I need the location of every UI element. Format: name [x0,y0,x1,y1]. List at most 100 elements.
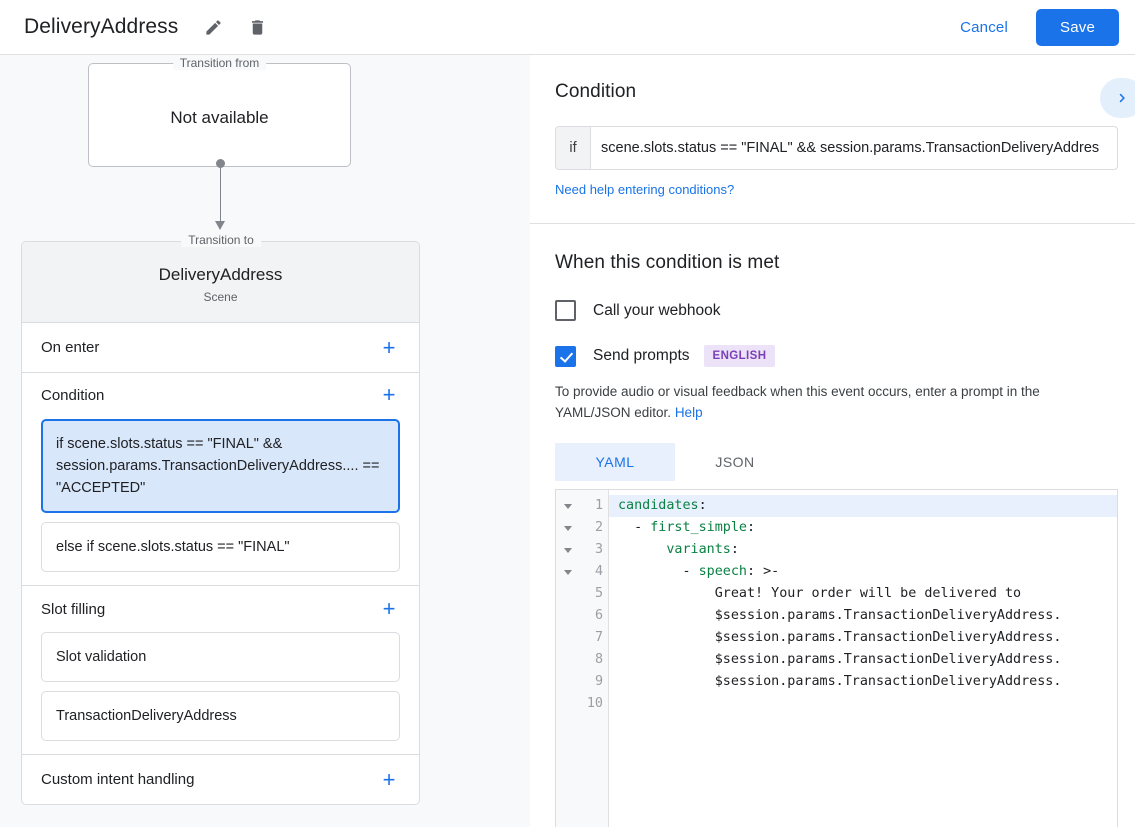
section-title-custom-intent: Custom intent handling [41,771,195,788]
transition-to-card: DeliveryAddress Scene On enter + Conditi… [21,241,420,805]
condition-input[interactable] [591,127,1117,169]
yaml-punctuation: : >- [747,564,780,579]
section-slot-filling: Slot filling + Slot validation Transacti… [22,586,419,755]
section-header-custom-intent: Custom intent handling + [22,755,419,804]
call-webhook-label: Call your webhook [593,301,721,319]
page-title: DeliveryAddress [24,15,179,38]
section-custom-intent-handling: Custom intent handling + [22,755,419,804]
condition-input-row: if [555,126,1118,170]
chevron-down-icon [563,503,572,509]
condition-panel: Condition if Need help entering conditio… [530,55,1135,224]
line-number: 10 [586,696,603,711]
call-webhook-checkbox[interactable] [555,300,576,321]
editor-fold-gutter [556,490,579,827]
condition-item-else-if[interactable]: else if scene.slots.status == "FINAL" [41,522,400,572]
tab-json[interactable]: JSON [715,454,755,470]
section-title-on-enter: On enter [41,339,100,356]
app-header: DeliveryAddress Cancel Save [0,0,1135,55]
trash-icon-glyph [251,19,263,35]
line-number: 5 [594,586,603,601]
expand-panel-button[interactable] [1100,78,1135,118]
connector-dot [216,159,225,168]
code-line[interactable]: $session.params.TransactionDeliveryAddre… [618,608,1062,623]
fold-spacer [556,693,579,715]
connector-line [219,167,221,223]
send-prompts-label: Send prompts [593,347,690,364]
code-line[interactable]: $session.params.TransactionDeliveryAddre… [618,652,1062,667]
condition-help-link[interactable]: Need help entering conditions? [555,182,735,197]
prompts-helper-text: To provide audio or visual feedback when… [555,381,1115,423]
trash-icon[interactable] [244,14,270,40]
yaml-key: candidates [618,498,699,513]
fold-toggle-icon[interactable] [556,517,579,539]
slot-item-transaction-delivery-address[interactable]: TransactionDeliveryAddress [41,691,400,741]
chevron-down-icon [563,525,572,531]
fold-toggle-icon[interactable] [556,495,579,517]
line-number: 3 [594,542,603,557]
code-line[interactable]: candidates: [609,495,1117,517]
condition-panel-title: Condition [555,81,637,102]
transition-connector [213,159,227,235]
scene-header[interactable]: DeliveryAddress Scene [22,242,419,323]
code-line[interactable]: variants: [609,539,1117,561]
code-line[interactable]: $session.params.TransactionDeliveryAddre… [618,630,1062,645]
section-header-condition: Condition + [22,373,419,417]
editor-format-tabs: YAML JSON [555,443,1135,481]
yaml-key: variants [666,542,731,557]
fold-spacer [556,583,579,605]
code-line[interactable]: Great! Your order will be delivered to [618,586,1022,601]
fold-toggle-icon[interactable] [556,539,579,561]
transition-from-legend: Transition from [172,56,267,70]
add-on-enter-button[interactable]: + [382,334,396,360]
add-custom-intent-button[interactable]: + [382,766,396,792]
transition-from-value: Not available [170,108,269,127]
yaml-punctuation: : [730,542,739,557]
tab-yaml[interactable]: YAML [555,443,675,481]
line-number: 8 [594,652,603,667]
slot-item-slot-validation[interactable]: Slot validation [41,632,400,682]
pencil-icon[interactable] [200,14,226,40]
condition-item-selected[interactable]: if scene.slots.status == "FINAL" && sess… [41,419,400,513]
main-area: Transition from Not available Transition… [0,55,1135,827]
yaml-punctuation: : [698,498,707,513]
section-on-enter: On enter + [22,323,419,373]
fold-spacer [556,605,579,627]
section-title-slot-filling: Slot filling [41,600,106,618]
line-number: 4 [594,564,603,579]
save-button[interactable]: Save [1036,8,1119,46]
fold-toggle-icon[interactable] [556,561,579,583]
line-number: 2 [594,520,603,535]
language-badge: ENGLISH [703,345,776,367]
connector-arrow-icon [215,221,225,230]
prompts-help-link[interactable]: Help [674,405,703,420]
fold-spacer [556,627,579,649]
webhook-checkbox-row[interactable]: Call your webhook [555,300,1135,321]
send-prompts-row[interactable]: Send prompts ENGLISH [555,345,1135,367]
right-panel: Condition if Need help entering conditio… [530,55,1135,827]
yaml-key: speech [698,564,747,579]
line-number: 9 [594,674,603,689]
chevron-right-icon [1119,93,1125,103]
when-condition-met-panel: When this condition is met Call your web… [530,224,1135,827]
code-line[interactable]: - speech: >- [618,564,780,579]
send-prompts-checkbox[interactable] [555,345,576,367]
code-line[interactable]: $session.params.TransactionDeliveryAddre… [618,674,1062,689]
scene-name: DeliveryAddress [158,265,283,284]
add-condition-button[interactable]: + [382,382,396,407]
code-line[interactable] [609,693,1117,715]
transition-to-legend: Transition to [181,233,261,247]
editor-code-area[interactable]: candidates: - first_simple: variants: - … [609,490,1117,827]
fold-spacer [556,649,579,671]
header-actions: Cancel Save [946,8,1135,46]
left-panel: Transition from Not available Transition… [0,55,530,827]
code-line[interactable]: - first_simple: [618,520,756,535]
cancel-button[interactable]: Cancel [946,11,1022,44]
line-number: 1 [594,498,603,513]
chevron-down-icon [563,569,572,575]
section-header-on-enter: On enter + [22,323,419,372]
add-slot-filling-button[interactable]: + [382,596,396,621]
section-body-condition: if scene.slots.status == "FINAL" && sess… [22,417,419,585]
transition-from-box: Transition from Not available [88,56,351,167]
